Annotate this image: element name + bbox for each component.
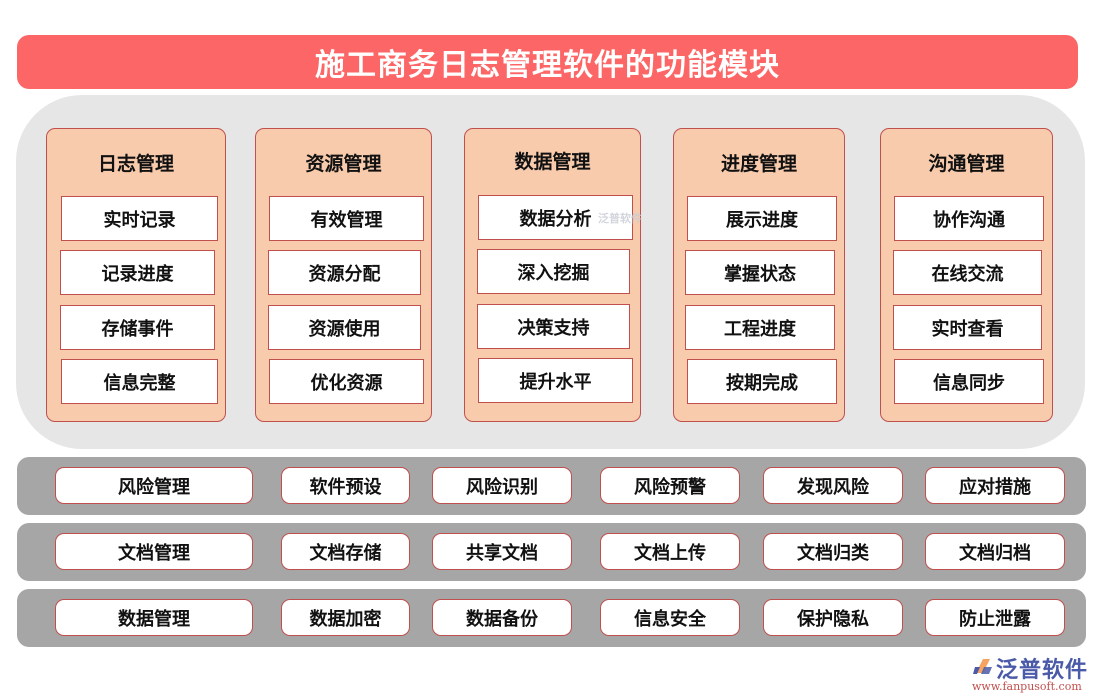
strip-pill: 共享文档 (432, 533, 572, 570)
strip-pill: 文档存储 (281, 533, 410, 570)
module-title: 进度管理 (720, 153, 797, 175)
module-item: 深入挖掘 (477, 249, 630, 294)
strip-pill: 保护隐私 (763, 599, 903, 636)
brand-logo-block: 泛普软件 www.fanpusoft.com (970, 652, 1095, 696)
module-item: 优化资源 (269, 359, 424, 404)
module-card-log: 日志管理 实时记录 记录进度 存储事件 信息完整 (46, 128, 226, 422)
strip-document: 文档管理 文档存储 共享文档 文档上传 文档归类 文档归档 (17, 523, 1086, 581)
module-item: 展示进度 (687, 196, 837, 241)
module-card-resource: 资源管理 有效管理 资源分配 资源使用 优化资源 (255, 128, 432, 422)
strip-pill: 防止泄露 (925, 599, 1065, 636)
strip-risk: 风险管理 软件预设 风险识别 风险预警 发现风险 应对措施 (17, 457, 1086, 515)
title-bar: 施工商务日志管理软件的功能模块 (17, 35, 1078, 89)
module-item: 决策支持 (477, 304, 630, 349)
module-card-progress: 进度管理 展示进度 掌握状态 工程进度 按期完成 (673, 128, 845, 422)
strip-pill: 信息安全 (600, 599, 740, 636)
strip-head-pill: 风险管理 (55, 467, 253, 504)
module-item: 数据分析 (478, 195, 633, 240)
strip-pill: 数据备份 (432, 599, 572, 636)
module-item: 实时记录 (61, 196, 218, 241)
module-item: 信息同步 (894, 359, 1044, 404)
strip-pill: 文档归类 (763, 533, 903, 570)
module-item: 记录进度 (60, 250, 215, 295)
module-item: 按期完成 (687, 359, 837, 404)
module-title: 数据管理 (514, 151, 591, 173)
module-card-communication: 沟通管理 协作沟通 在线交流 实时查看 信息同步 (880, 128, 1053, 422)
module-item: 存储事件 (60, 305, 215, 350)
module-item: 有效管理 (269, 196, 424, 241)
strip-pill: 数据加密 (281, 599, 410, 636)
module-item: 提升水平 (478, 358, 633, 403)
module-item: 工程进度 (685, 305, 835, 350)
strip-head-pill: 文档管理 (55, 533, 253, 570)
strip-pill: 发现风险 (763, 467, 903, 504)
brand-url: www.fanpusoft.com (972, 680, 1082, 693)
fanpu-logo-icon (973, 659, 992, 674)
module-item: 资源使用 (268, 305, 421, 350)
module-item: 协作沟通 (894, 196, 1044, 241)
page-title: 施工商务日志管理软件的功能模块 (315, 48, 780, 83)
watermark: 泛普软件 (598, 212, 642, 225)
module-title: 资源管理 (305, 153, 382, 175)
module-item: 在线交流 (893, 250, 1042, 295)
strip-head-pill: 数据管理 (55, 599, 253, 636)
strip-pill: 文档上传 (600, 533, 740, 570)
module-item: 掌握状态 (685, 250, 835, 295)
strip-pill: 风险识别 (432, 467, 572, 504)
strip-data-security: 数据管理 数据加密 数据备份 信息安全 保护隐私 防止泄露 (17, 589, 1086, 647)
strip-pill: 风险预警 (600, 467, 740, 504)
module-item: 资源分配 (268, 250, 421, 295)
module-item: 实时查看 (893, 305, 1042, 350)
module-title: 日志管理 (97, 153, 174, 175)
module-card-data: 数据管理 数据分析 深入挖掘 决策支持 提升水平 (464, 128, 641, 422)
strip-pill: 应对措施 (925, 467, 1065, 504)
strip-pill: 软件预设 (281, 467, 410, 504)
strip-pill: 文档归档 (925, 533, 1065, 570)
module-item: 信息完整 (61, 359, 218, 404)
module-title: 沟通管理 (928, 153, 1005, 175)
brand-name: 泛普软件 (996, 658, 1089, 683)
